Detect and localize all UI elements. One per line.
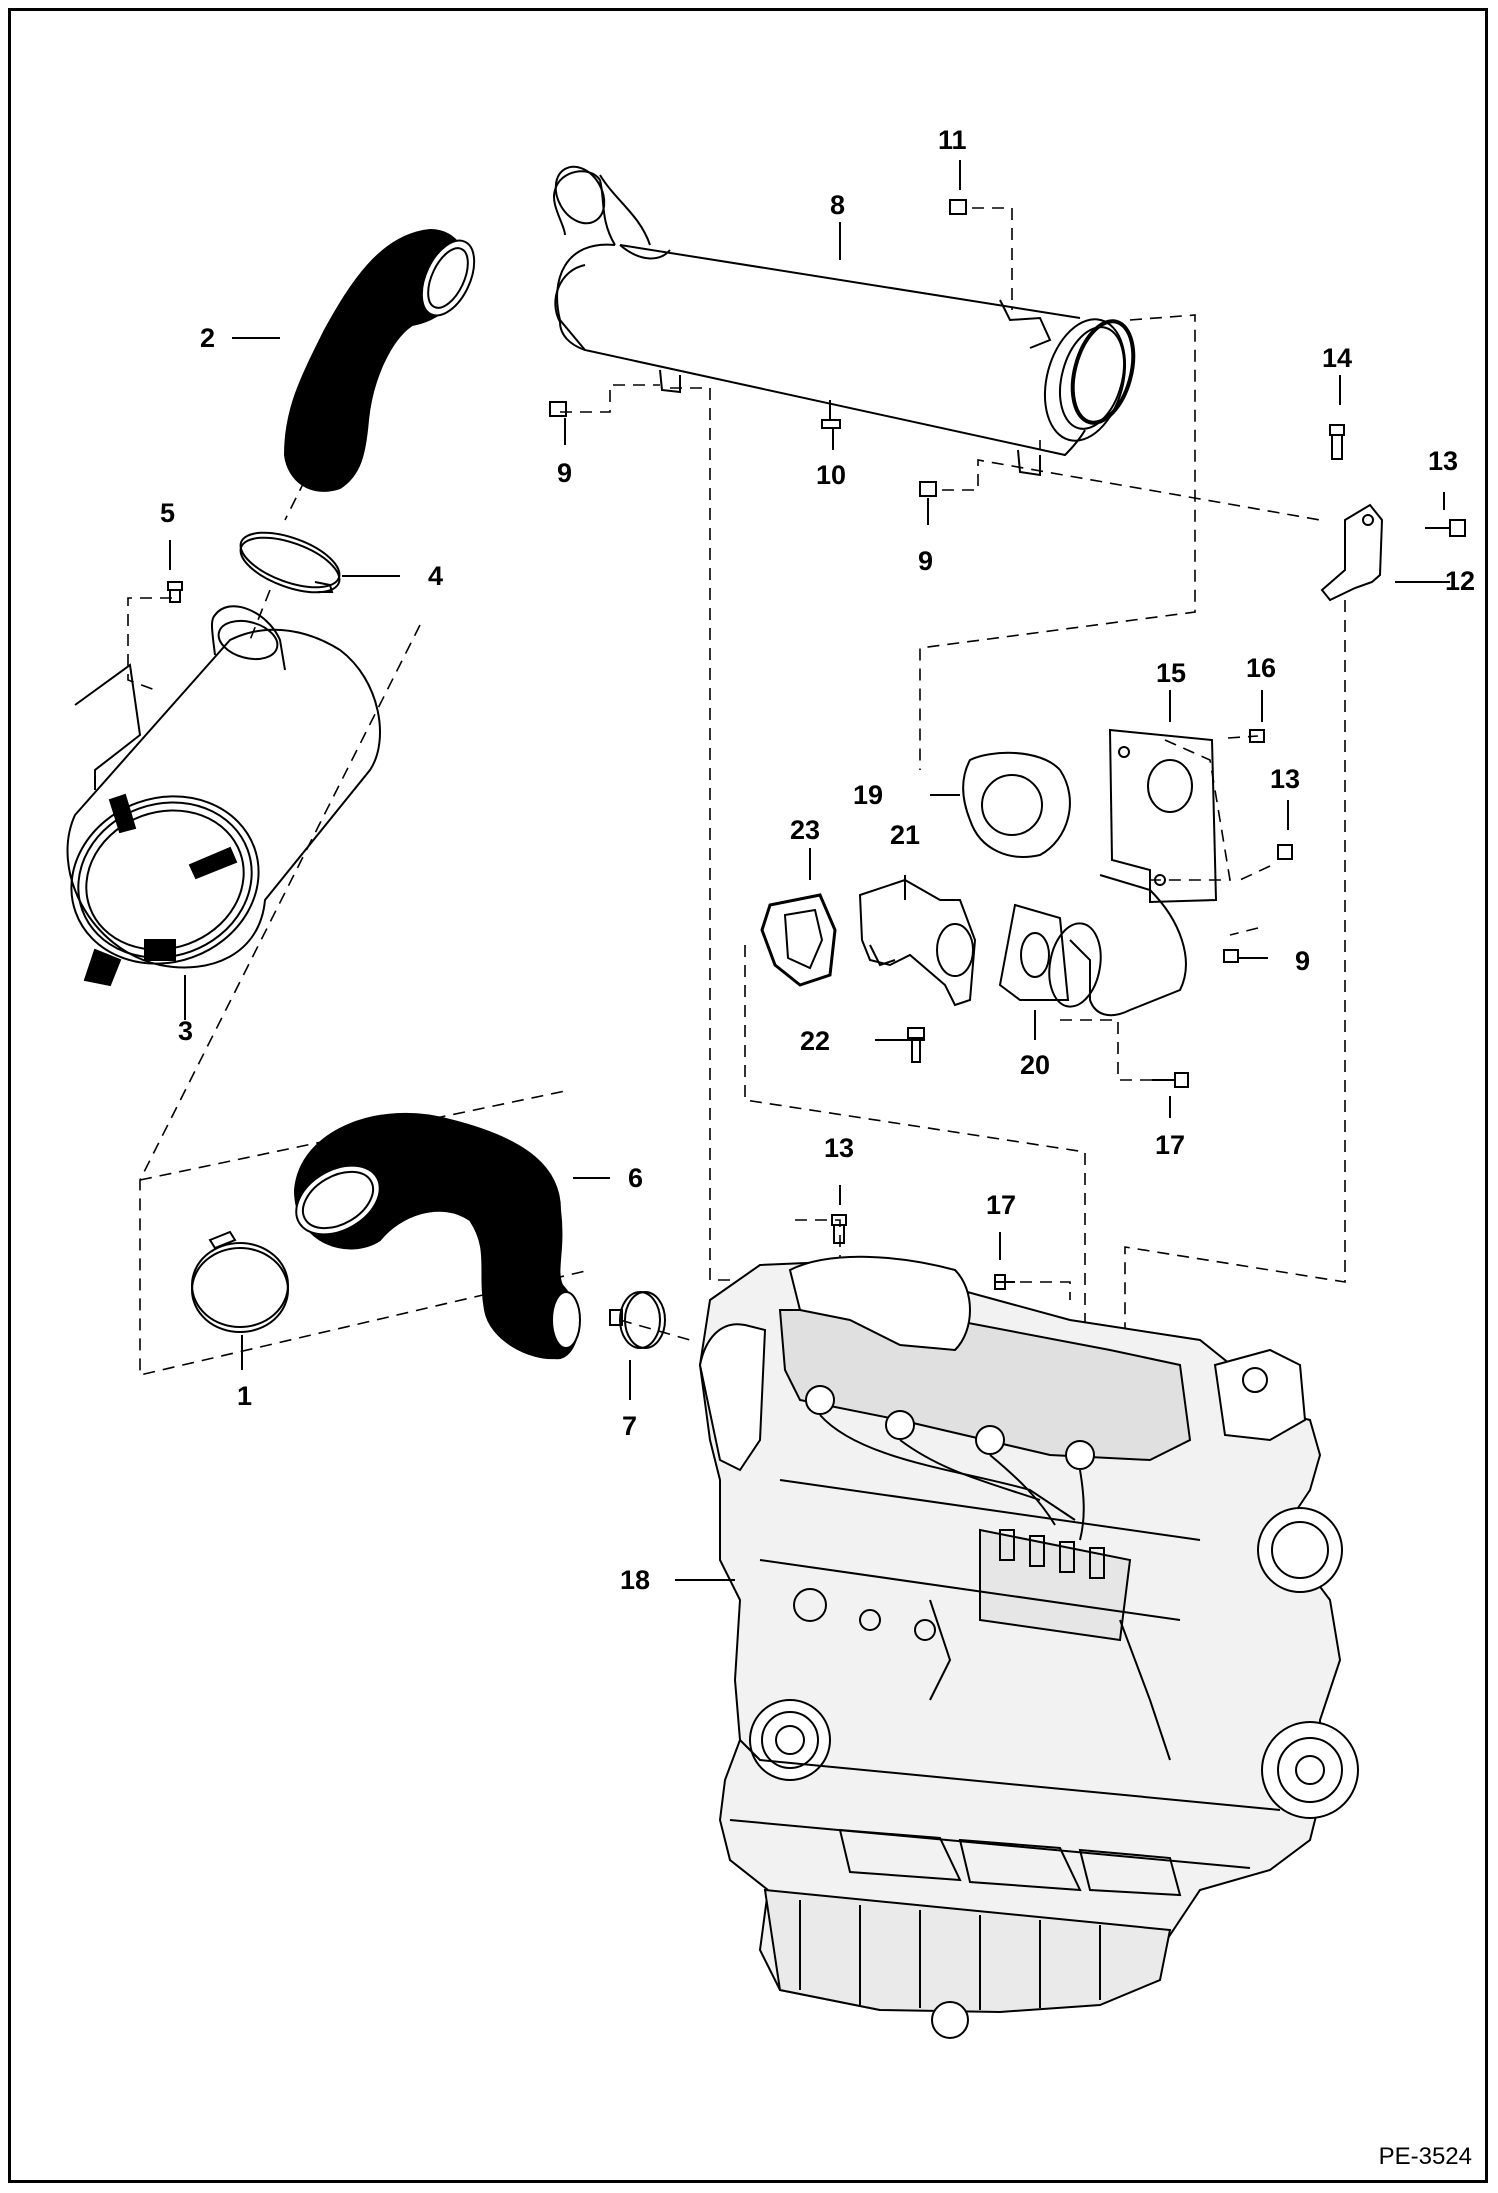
manifold-adapter-21 [858, 878, 977, 1007]
bolt-13-lower [831, 1214, 847, 1244]
callout-16: 16 [1246, 653, 1277, 683]
callout-14: 14 [1322, 343, 1353, 373]
nut-9-mid [919, 481, 937, 497]
callout-9-left: 9 [557, 458, 573, 488]
exhaust-elbow [1048, 874, 1187, 1017]
nut-9-right [1223, 949, 1239, 963]
assembly-guide-lines [127, 207, 1346, 1510]
nut-9-left [549, 401, 567, 417]
callout-4: 4 [428, 561, 444, 591]
bolt-11 [949, 199, 967, 215]
callout-13-lower: 13 [824, 1133, 855, 1163]
hose-clamp-upper [239, 531, 341, 594]
callout-6: 6 [628, 1163, 644, 1193]
callout-17-upper: 17 [1155, 1130, 1186, 1160]
callout-20: 20 [1020, 1050, 1051, 1080]
lower-hose [293, 1112, 581, 1360]
hose-clamp-lower [191, 1230, 289, 1333]
bolt-14 [1329, 424, 1345, 460]
engine-block [698, 1255, 1359, 2039]
bolt-17-upper [1152, 1072, 1189, 1088]
exhaust-bracket [1320, 503, 1384, 602]
bolt-13-mid [1277, 844, 1293, 860]
gasket-23 [760, 893, 837, 987]
hose-clamp-7 [609, 1291, 666, 1349]
callout-13-upper: 13 [1428, 446, 1459, 476]
bolt-22 [907, 1027, 925, 1063]
callout-9-mid: 9 [918, 546, 934, 576]
callout-19: 19 [853, 780, 884, 810]
bolt-17-lower [994, 1274, 1015, 1290]
upper-hose [283, 228, 476, 492]
gasket-19 [962, 751, 1071, 858]
callout-11: 11 [938, 125, 967, 155]
callout-13-mid: 13 [1270, 764, 1301, 794]
bolt-13-upper [1425, 519, 1466, 537]
gasket-20 [998, 903, 1070, 1001]
callout-23: 23 [790, 815, 821, 845]
callout-1: 1 [237, 1381, 253, 1411]
air-cleaner [66, 605, 381, 987]
callout-10: 10 [816, 460, 847, 490]
callout-3: 3 [178, 1016, 194, 1046]
exhaust-flange-plate [1108, 728, 1218, 904]
callout-22: 22 [800, 1026, 831, 1056]
figure-id: PE-3524 [1378, 2143, 1472, 2170]
bolt-5 [167, 581, 183, 603]
callout-12: 12 [1445, 566, 1476, 596]
callout-leaders [169, 160, 1450, 1581]
callout-17-lower: 17 [986, 1190, 1017, 1220]
muffler [552, 165, 1136, 477]
callout-8: 8 [830, 190, 846, 220]
nut-16 [1249, 729, 1265, 743]
callout-2: 2 [200, 323, 216, 353]
callout-18: 18 [620, 1565, 651, 1595]
callout-5: 5 [160, 498, 176, 528]
callout-15: 15 [1156, 658, 1187, 688]
callout-21: 21 [890, 820, 921, 850]
callout-9-right: 9 [1295, 946, 1311, 976]
callout-7: 7 [622, 1411, 638, 1441]
